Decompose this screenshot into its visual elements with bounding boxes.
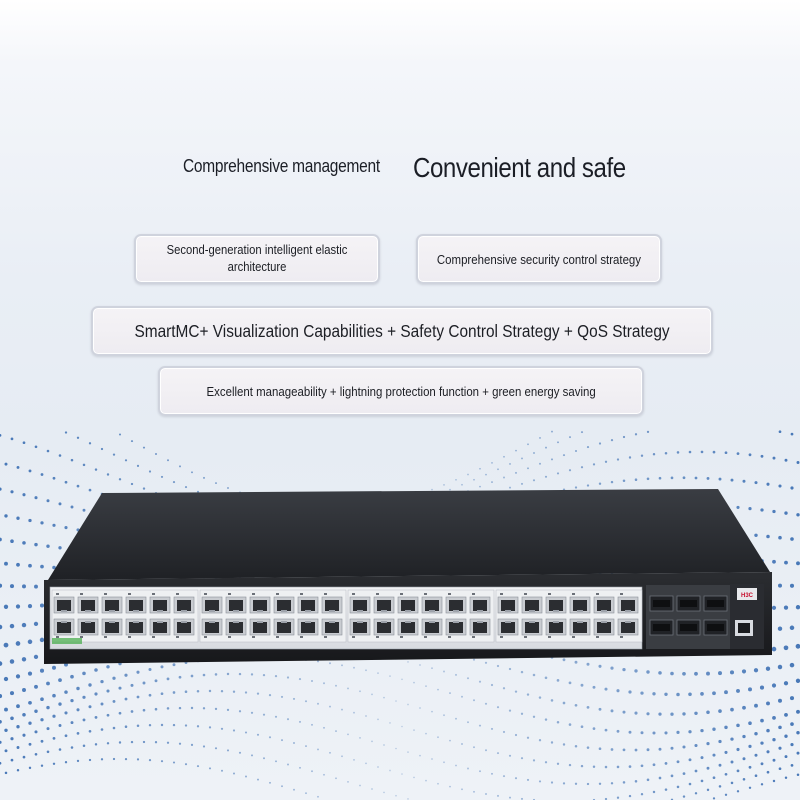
- brand-logo-plate: [737, 588, 757, 600]
- feature-card-architecture: Second-generation intelligent elastic ar…: [134, 234, 380, 284]
- feature-card-capabilities: SmartMC+ Visualization Capabilities + Sa…: [91, 306, 713, 356]
- console-port-icon: [738, 623, 750, 633]
- feature-card-text: Excellent manageability + lightning prot…: [206, 383, 596, 399]
- feature-card-text: Second-generation intelligent elastic ar…: [166, 243, 348, 274]
- feature-card-manageability: Excellent manageability + lightning prot…: [158, 366, 644, 416]
- brand-logo-icon: H3C: [741, 593, 754, 599]
- sfp-slots: [649, 595, 728, 636]
- headline-left: Comprehensive management: [183, 156, 380, 176]
- ethernet-ports: [51, 589, 643, 643]
- headline-right: Convenient and safe: [413, 152, 626, 183]
- headline: Comprehensive management Convenient and …: [0, 148, 800, 198]
- feature-card-security: Comprehensive security control strategy: [416, 234, 662, 284]
- feature-card-text: Comprehensive security control strategy: [436, 251, 642, 267]
- feature-card-text: SmartMC+ Visualization Capabilities + Sa…: [134, 320, 670, 341]
